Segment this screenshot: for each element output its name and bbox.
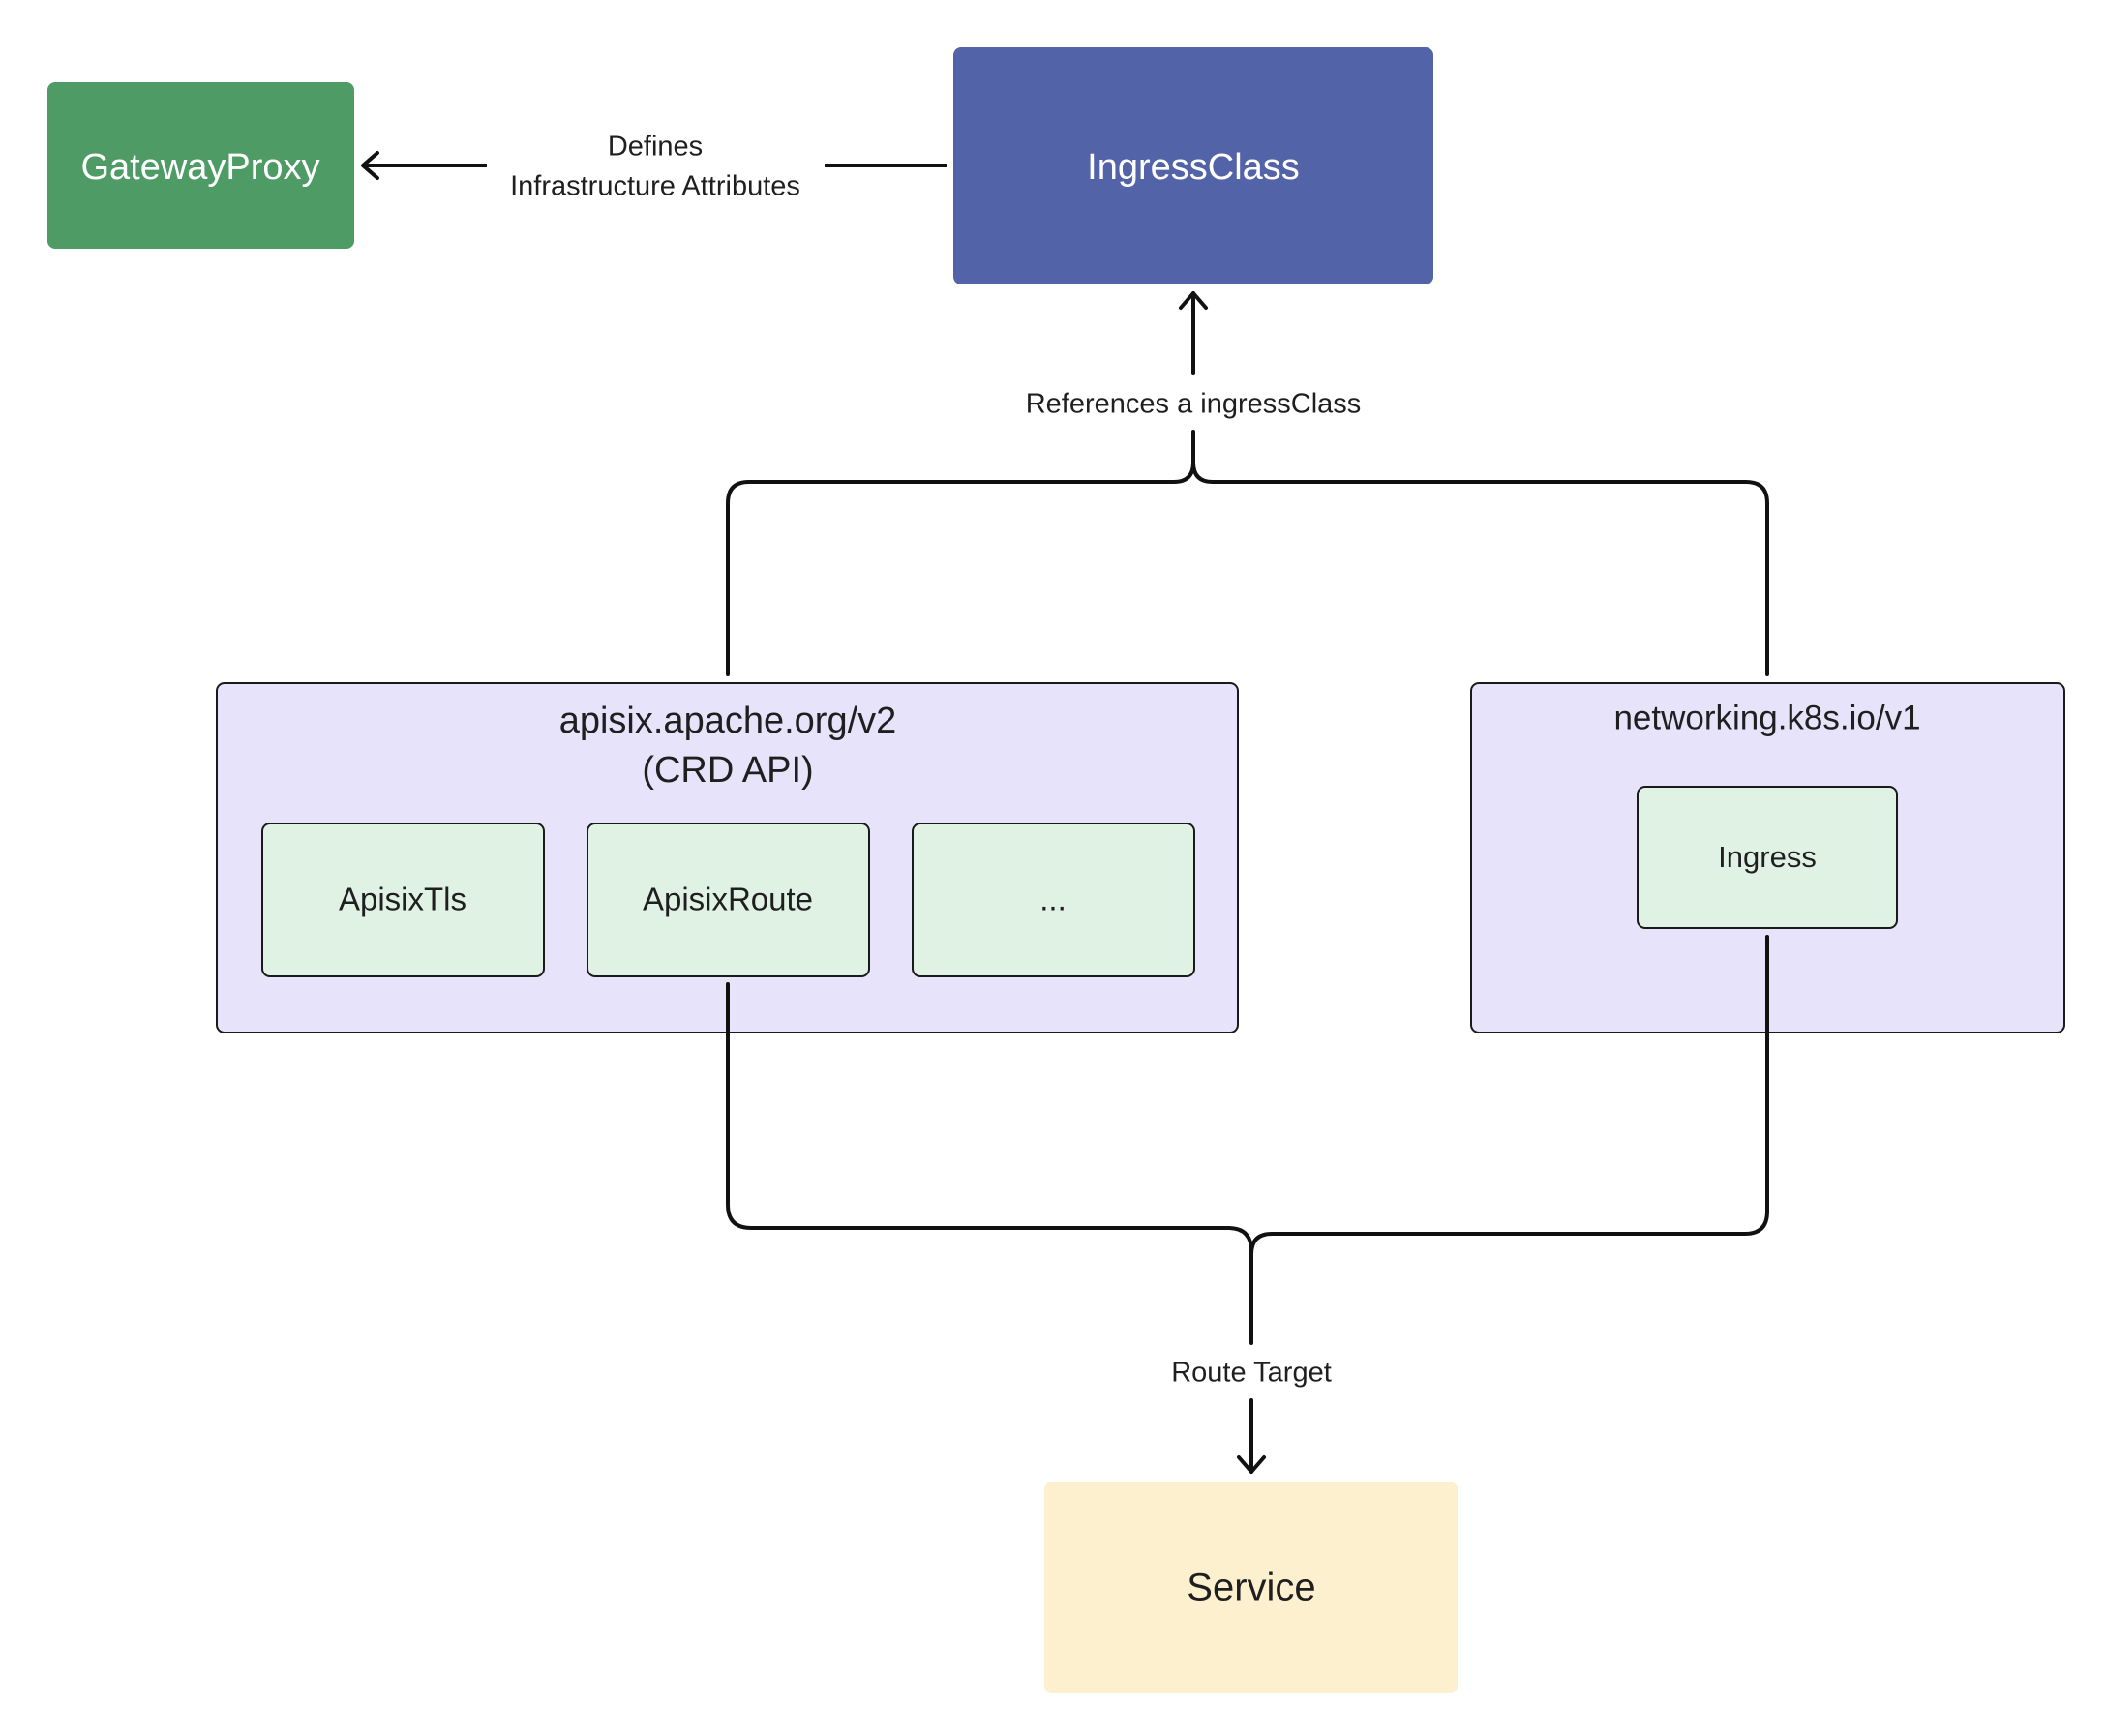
apisix-tls-node: ApisixTls [261,823,545,977]
apisix-api-group-title: apisix.apache.org/v2 [559,701,897,741]
gateway-proxy-box [47,82,354,249]
defines-label-line1: Defines [608,132,703,163]
references-label: References a ingressClass [1026,389,1362,420]
service-box [1044,1482,1458,1693]
gateway-proxy-node: GatewayProxy [47,82,354,249]
apisix-more-box [912,823,1195,977]
references-edge-bracket [726,430,1769,676]
ingress-class-node: IngressClass [953,47,1433,284]
apisix-tls-label: ApisixTls [339,882,466,917]
apisix-more-label: ... [1039,882,1067,917]
defines-arrowhead [361,151,379,180]
route-target-label: Route Target [1171,1358,1332,1389]
service-label: Service [1187,1567,1315,1609]
route-target-arrowhead [1237,1455,1266,1474]
apisix-api-group-subtitle: (CRD API) [642,750,813,791]
references-edge [726,291,1769,676]
route-target-bracket [726,935,1769,1345]
apisix-api-group: apisix.apache.org/v2 (CRD API) ApisixTls… [216,682,1239,1033]
route-target-edge [726,935,1769,1474]
ingress-box [1637,786,1898,929]
ingress-class-label: IngressClass [1087,147,1300,188]
references-arrowhead [1179,291,1208,310]
ingress-label: Ingress [1718,840,1817,874]
defines-edge [361,151,947,180]
networking-api-group-title: networking.k8s.io/v1 [1613,699,1920,736]
apisix-route-box [587,823,870,977]
ingress-class-box [953,47,1433,284]
ingress-node: Ingress [1637,786,1898,929]
apisix-route-label: ApisixRoute [643,882,813,917]
defines-label-line2: Infrastructure Attributes [510,171,800,202]
apisix-tls-box [261,823,545,977]
service-node: Service [1044,1482,1458,1693]
apisix-more-node: ... [912,823,1195,977]
networking-api-group: networking.k8s.io/v1 Ingress [1470,682,2065,1033]
gateway-proxy-label: GatewayProxy [80,147,319,188]
apisix-route-node: ApisixRoute [587,823,870,977]
